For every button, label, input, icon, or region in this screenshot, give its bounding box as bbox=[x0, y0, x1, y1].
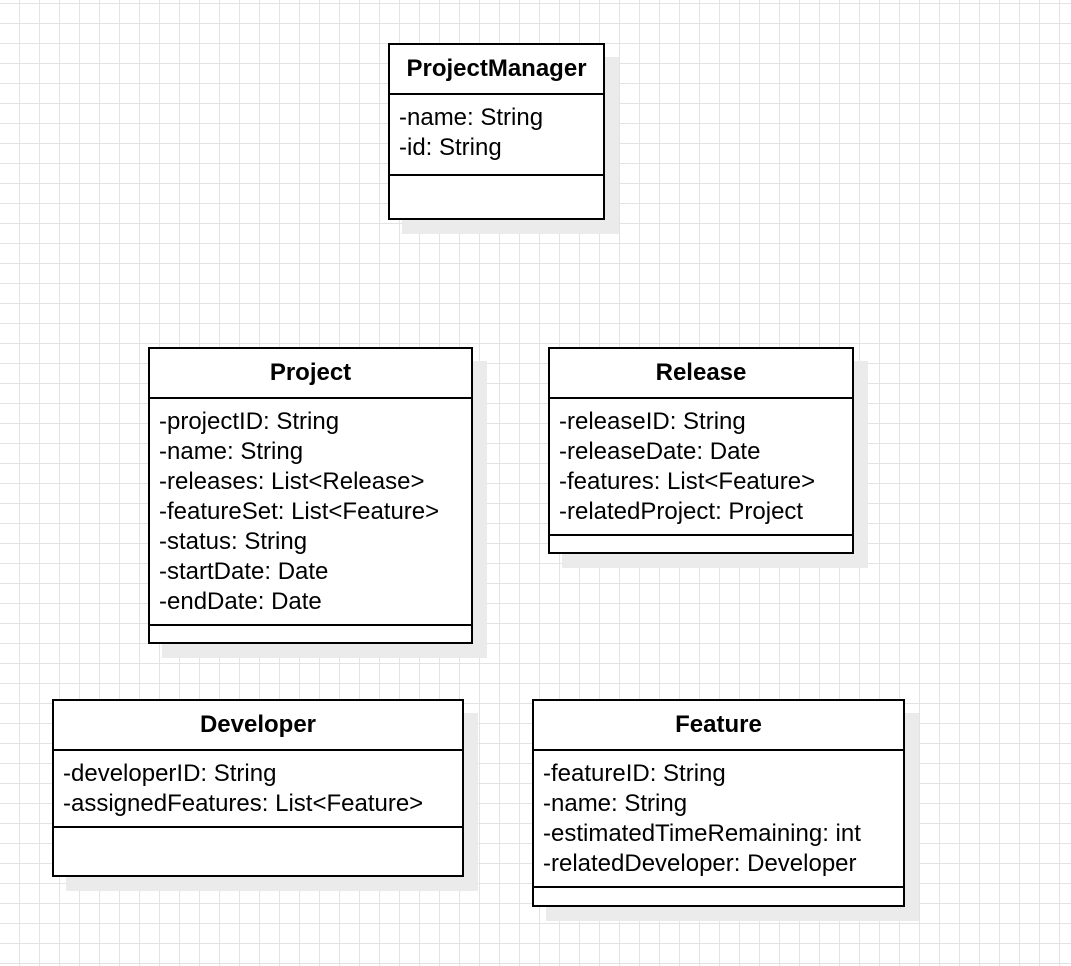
class-name: ProjectManager bbox=[390, 45, 603, 95]
attribute: -name: String bbox=[543, 790, 688, 817]
attribute: -name: String bbox=[159, 438, 304, 465]
attribute: -features: List<Feature> bbox=[559, 468, 816, 495]
attributes-compartment: -name: String -id: String bbox=[390, 95, 603, 176]
attributes-compartment: -projectID: String -name: String -releas… bbox=[150, 399, 471, 626]
class-box-developer[interactable]: Developer -developerID: String -assigned… bbox=[52, 699, 464, 877]
attribute: -releases: List<Release> bbox=[159, 468, 425, 495]
class-name: Project bbox=[150, 349, 471, 399]
attribute: -featureID: String bbox=[543, 760, 726, 787]
attribute: -releaseID: String bbox=[559, 408, 746, 435]
attribute: -status: String bbox=[159, 528, 308, 555]
attributes-compartment: -releaseID: String -releaseDate: Date -f… bbox=[550, 399, 852, 536]
class-box-feature[interactable]: Feature -featureID: String -name: String… bbox=[532, 699, 905, 907]
attribute: -id: String bbox=[399, 134, 502, 161]
class-name: Developer bbox=[54, 701, 462, 751]
class-name: Release bbox=[550, 349, 852, 399]
class-name: Feature bbox=[534, 701, 903, 751]
attribute: -assignedFeatures: List<Feature> bbox=[63, 790, 424, 817]
attribute: -endDate: Date bbox=[159, 588, 322, 615]
attribute: -releaseDate: Date bbox=[559, 438, 761, 465]
attribute: -featureSet: List<Feature> bbox=[159, 498, 440, 525]
attributes-compartment: -featureID: String -name: String -estima… bbox=[534, 751, 903, 888]
attribute: -estimatedTimeRemaining: int bbox=[543, 820, 861, 847]
attributes-compartment: -developerID: String -assignedFeatures: … bbox=[54, 751, 462, 828]
attribute: -relatedDeveloper: Developer bbox=[543, 850, 857, 877]
attribute: -projectID: String bbox=[159, 408, 340, 435]
attribute: -name: String bbox=[399, 104, 544, 131]
class-box-project[interactable]: Project -projectID: String -name: String… bbox=[148, 347, 473, 644]
attribute: -startDate: Date bbox=[159, 558, 329, 585]
class-box-release[interactable]: Release -releaseID: String -releaseDate:… bbox=[548, 347, 854, 554]
attribute: -relatedProject: Project bbox=[559, 498, 804, 525]
attribute: -developerID: String bbox=[63, 760, 277, 787]
class-box-project-manager[interactable]: ProjectManager -name: String -id: String bbox=[388, 43, 605, 220]
